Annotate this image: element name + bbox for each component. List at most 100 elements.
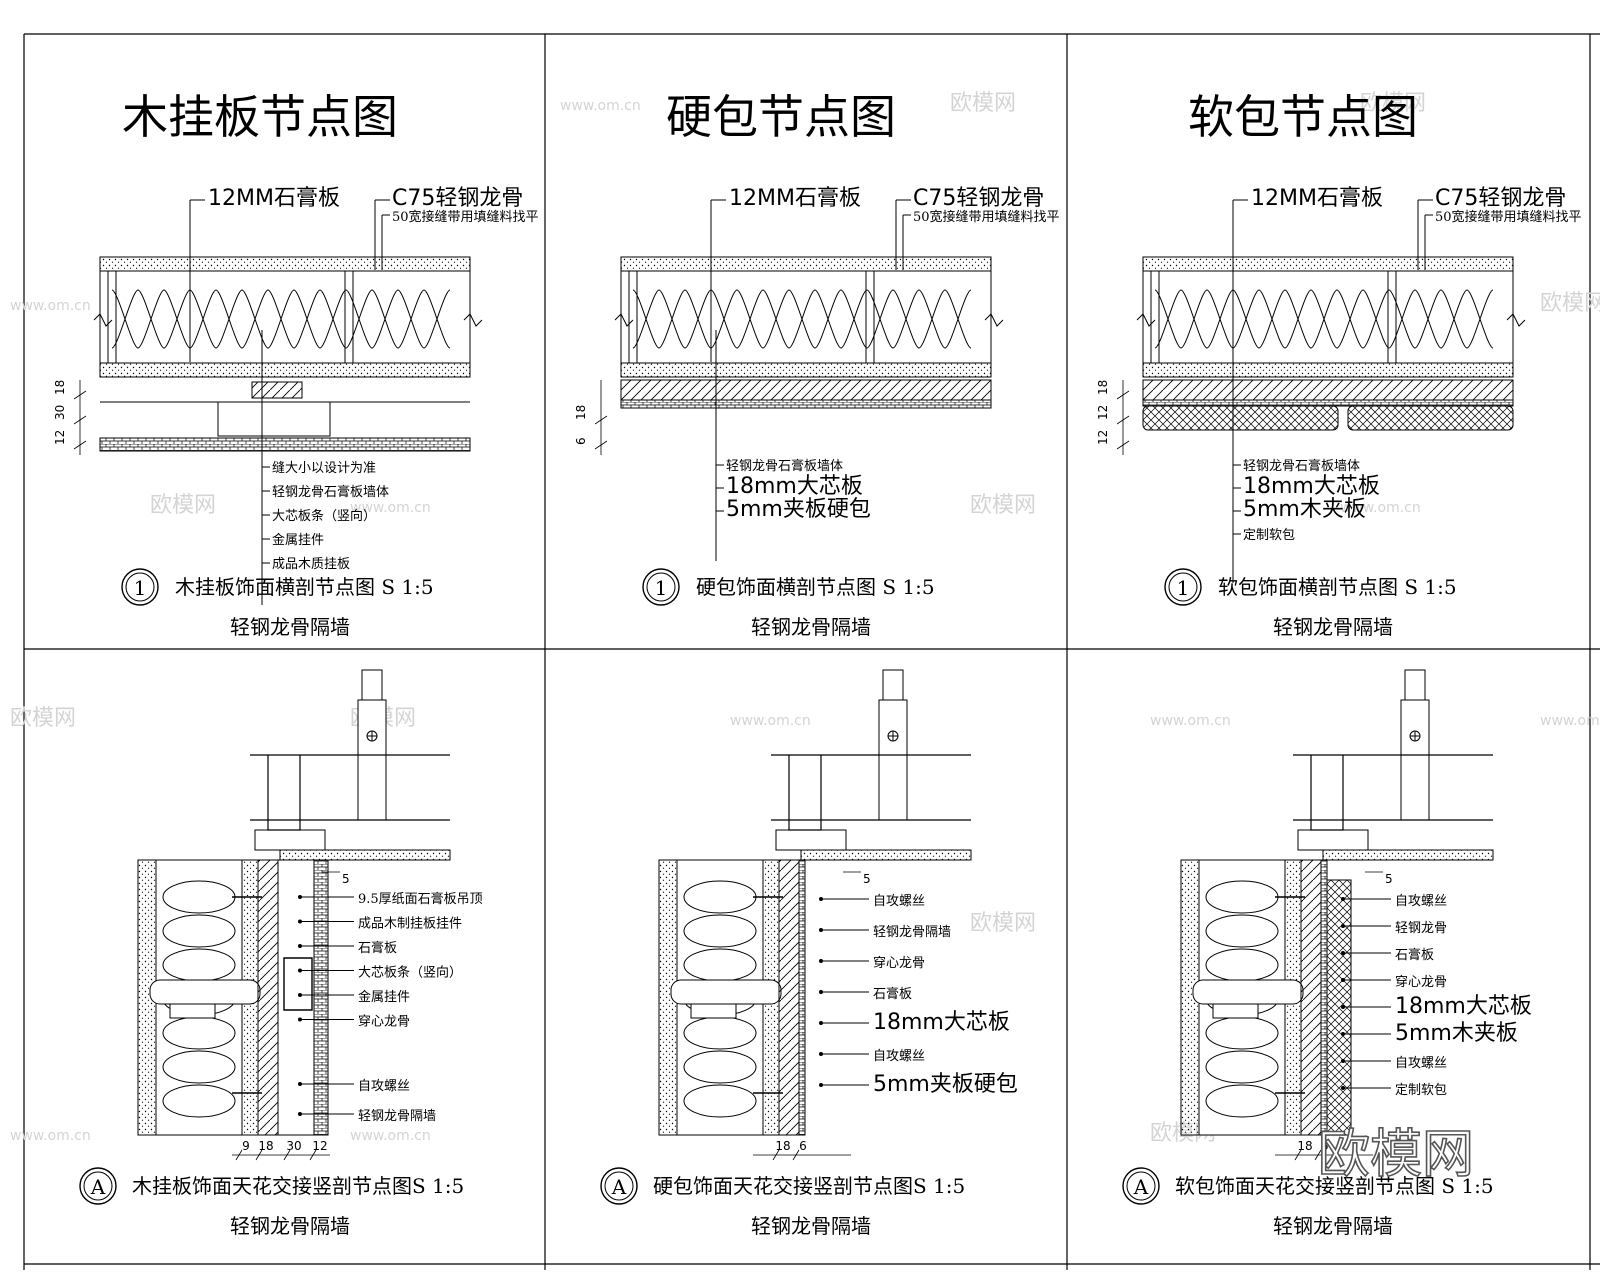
section-marker-text: A xyxy=(611,1175,627,1199)
clip xyxy=(169,1003,216,1019)
dim-text: 12 xyxy=(53,430,67,445)
section-callout-text: 穿心龙骨 xyxy=(358,1014,410,1030)
break-mark-left xyxy=(93,313,113,327)
insulation-coil xyxy=(162,914,236,948)
watermark-text: www.om.cn xyxy=(350,1128,431,1144)
dim-text: 12 xyxy=(1096,430,1110,445)
plan-marker-inner xyxy=(125,572,155,602)
watermark-text: www.om.cn xyxy=(730,713,811,729)
section-marker-text: A xyxy=(1133,1175,1149,1199)
callout-text: 轻钢龙骨石膏板墙体 xyxy=(272,484,389,500)
watermark-text: www.om.cn xyxy=(1540,713,1600,729)
plan-marker-inner xyxy=(646,572,676,602)
gypsum-board-top xyxy=(1142,256,1514,272)
blockboard-18mm xyxy=(1300,859,1322,1136)
section-callout-text: 自攻螺丝 xyxy=(873,894,925,909)
plywood-hardpack xyxy=(620,399,992,409)
ceiling-gypsum-board xyxy=(279,849,451,861)
section-marker-outer xyxy=(79,1167,117,1205)
callout-dot xyxy=(819,1083,823,1087)
watermark-text: www.om.cn xyxy=(560,98,641,114)
section-marker-inner xyxy=(1126,1171,1156,1201)
section-gap-dim: 5 xyxy=(863,872,871,886)
callout-dot xyxy=(1341,951,1345,955)
wood-panel xyxy=(99,437,471,452)
label-joint-tape: 50宽接缝带用填缝料找平 xyxy=(392,209,539,225)
dim-text: 18 xyxy=(574,405,588,420)
dim-text: 12 xyxy=(312,1139,327,1153)
callout-dot xyxy=(298,944,302,948)
plan-marker-inner xyxy=(1168,572,1198,602)
callout-dot xyxy=(298,1112,302,1116)
label-steel-stud: C75轻钢龙骨 xyxy=(913,186,1044,211)
panel-title: 硬包节点图 xyxy=(666,90,896,144)
plan-dimensions: 6 18 xyxy=(574,380,608,455)
panel-title: 软包节点图 xyxy=(1188,90,1418,144)
plywood-hardpack xyxy=(798,859,806,1136)
callout-text: 大芯板条（竖向） xyxy=(272,508,376,524)
section-marker-text: A xyxy=(90,1175,106,1199)
watermark-text: 欧模网 xyxy=(950,91,1016,116)
callout-dot xyxy=(1341,897,1345,901)
section-marker-inner xyxy=(83,1171,113,1201)
dim-text: 9 xyxy=(242,1139,250,1153)
metal-hanger xyxy=(283,957,313,1011)
stud-cavity xyxy=(99,270,471,364)
dim-text: 30 xyxy=(286,1139,301,1153)
hanger-bracket xyxy=(357,699,387,821)
section-marker-outer xyxy=(1122,1167,1160,1205)
insulation-batt xyxy=(632,289,972,349)
gypsum-board-bottom xyxy=(99,362,471,378)
section-callout-text: 石膏板 xyxy=(873,986,912,1002)
insulation-coil xyxy=(683,914,757,948)
hanger-bracket xyxy=(1400,699,1430,821)
ceiling-gypsum-board xyxy=(1322,849,1494,861)
section-callout-text: 定制软包 xyxy=(1395,1083,1447,1098)
hanger-rod xyxy=(882,669,904,701)
callout-text: 缝大小以设计为准 xyxy=(272,461,376,476)
watermark-logo: 欧模网 xyxy=(1318,1125,1474,1185)
break-mark-right xyxy=(984,313,1004,327)
cross-channel xyxy=(1192,979,1304,1005)
cross-channel xyxy=(670,979,782,1005)
section-caption: 硬包饰面天花交接竖剖节点图S 1:5 xyxy=(653,1174,965,1198)
insulation-coil xyxy=(1205,914,1279,948)
label-steel-stud: C75轻钢龙骨 xyxy=(1435,186,1566,211)
watermark-text: www.om.cn xyxy=(350,500,431,516)
section-callout-text: 穿心龙骨 xyxy=(1395,974,1447,990)
plan-marker-outer xyxy=(121,568,159,606)
dim-tick xyxy=(792,1149,800,1161)
dim-text: 18 xyxy=(1297,1139,1312,1153)
callout-text: 5mm木夹板 xyxy=(1243,497,1366,522)
callout-text: 18mm大芯板 xyxy=(726,474,863,499)
hanger-rod xyxy=(361,669,383,701)
callout-dot xyxy=(1341,1086,1345,1090)
section-callout-text: 5mm夹板硬包 xyxy=(873,1072,1018,1097)
insulation-batt xyxy=(111,289,451,349)
dim-text: 6 xyxy=(574,437,588,445)
callout-dot xyxy=(1341,1059,1345,1063)
callout-dot xyxy=(298,1082,302,1086)
section-subcaption: 轻钢龙骨隔墙 xyxy=(1273,1214,1393,1238)
plan-marker-text: 1 xyxy=(134,576,147,600)
dim-tick xyxy=(1314,1149,1322,1161)
plan-marker-outer xyxy=(642,568,680,606)
dim-tick xyxy=(73,415,87,425)
dim-tick xyxy=(772,1149,780,1161)
stud-cavity xyxy=(620,270,992,364)
stud-cavity xyxy=(1142,270,1514,364)
label-steel-stud: C75轻钢龙骨 xyxy=(392,186,523,211)
callout-dot xyxy=(298,919,302,924)
insulation-coil xyxy=(1205,1084,1279,1118)
plan-subcaption: 轻钢龙骨隔墙 xyxy=(230,615,350,639)
blockboard-strip xyxy=(251,381,303,399)
